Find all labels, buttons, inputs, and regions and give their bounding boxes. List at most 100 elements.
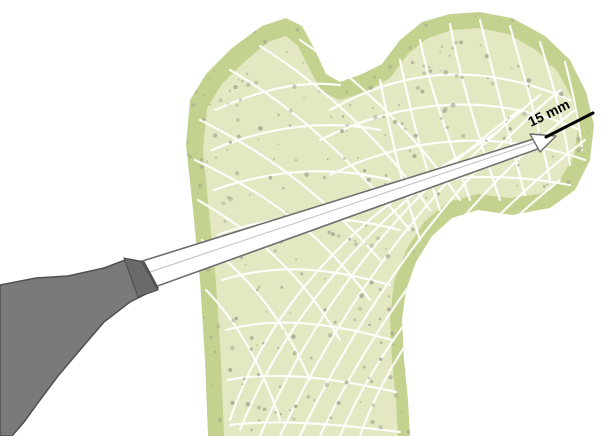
speckle [441,45,444,48]
speckle [517,164,519,166]
speckle [508,127,512,131]
speckle [416,86,420,90]
speckle [363,366,366,369]
speckle [244,264,246,266]
speckle [439,70,441,72]
speckle [291,417,293,419]
speckle [269,176,273,180]
speckle [357,157,359,159]
speckle [228,368,232,372]
speckle [388,295,390,297]
speckle [258,419,260,421]
speckle [323,308,326,311]
speckle [227,196,230,199]
speckle [246,83,250,87]
speckle [373,75,376,78]
speckle [386,254,391,259]
speckle [388,65,392,69]
speckle [502,137,506,141]
speckle [511,67,513,69]
speckle [379,358,382,361]
speckle [249,194,251,196]
speckle [254,81,258,85]
speckle [330,116,332,118]
speckle [443,70,448,75]
speckle [230,346,234,350]
speckle [354,243,358,247]
speckle [279,385,282,388]
speckle [331,232,335,236]
speckle [380,341,383,344]
speckle [283,330,285,332]
speckle [277,114,280,117]
speckle [379,318,381,320]
speckle [449,55,451,57]
speckle [385,174,388,177]
speckle [293,351,297,355]
speckle [295,258,297,260]
speckle [274,411,277,414]
speckle [256,344,258,346]
speckle [277,347,279,349]
speckle [229,141,232,144]
speckle [334,321,337,324]
speckle [263,40,267,44]
speckle [206,160,208,162]
speckle [359,401,361,403]
speckle [414,134,418,138]
speckle [378,425,383,430]
speckle [459,41,463,45]
speckle [369,243,373,247]
speckle [404,128,407,131]
speckle [233,85,237,89]
speckle [235,317,238,320]
speckle [250,336,254,340]
speckle [191,103,196,108]
speckle [566,180,570,184]
speckle [546,184,548,186]
speckle [257,406,261,410]
speckle [237,135,241,139]
speckle [491,82,495,86]
speckle [257,287,259,289]
speckle [527,85,530,88]
speckle [257,373,260,376]
speckle [328,231,331,234]
speckle [439,51,441,53]
speckle [224,220,227,223]
speckle [293,418,296,421]
speckle [304,172,309,177]
speckle [411,228,415,232]
speckle [348,238,351,241]
speckle [230,401,234,405]
speckle [372,107,374,109]
speckle [517,65,520,68]
speckle [324,278,326,280]
speckle [216,324,220,328]
speckle [580,147,583,150]
speckle [422,72,425,75]
speckle [300,272,303,275]
speckle [428,69,432,73]
speckle [214,351,217,354]
speckle [226,149,228,151]
speckle [241,80,243,82]
speckle [246,72,249,75]
speckle [451,47,454,50]
speckle [310,356,313,359]
speckle [576,148,580,152]
speckle [211,384,213,386]
speckle [345,91,348,94]
speckle [282,187,285,190]
speckle [369,280,373,284]
speckle [485,54,489,58]
speckle [262,342,264,344]
speckle [437,192,440,195]
speckle [337,401,341,405]
speckle [318,91,320,93]
speckle [382,115,385,118]
speckle [186,140,190,144]
speckle [295,28,299,32]
speckle [587,131,589,133]
speckle [455,74,459,78]
